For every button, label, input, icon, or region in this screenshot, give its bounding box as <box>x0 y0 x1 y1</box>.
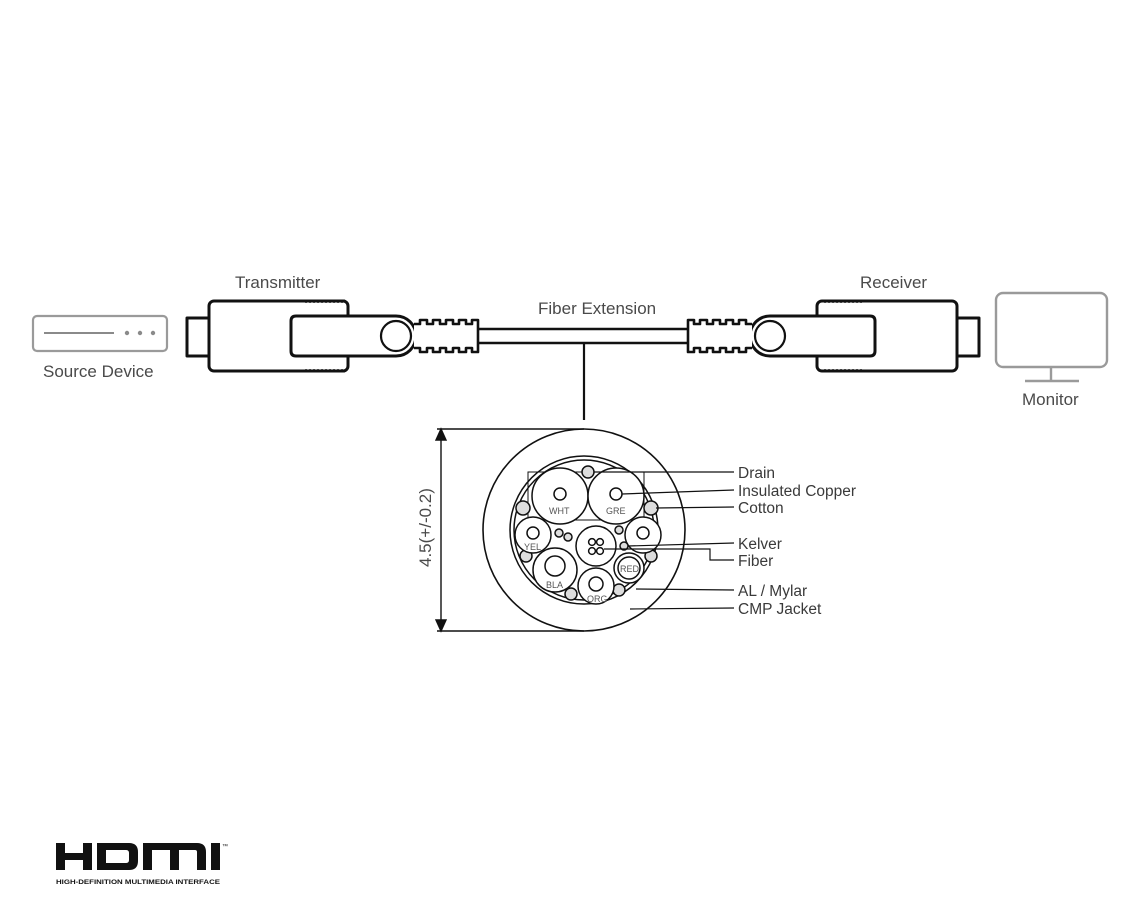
callout-cotton: Cotton <box>738 500 784 517</box>
core-label-bla: BLA <box>546 580 563 590</box>
core-label-gre: GRE <box>606 506 626 516</box>
hdmi-subtitle: HIGH-DEFINITION MULTIMEDIA INTERFACE <box>56 879 220 886</box>
core-label-red: RED <box>620 564 640 574</box>
callout-kelver: Kelver <box>738 536 782 553</box>
source-device-label: Source Device <box>43 362 154 381</box>
transmitter-label: Transmitter <box>235 273 321 292</box>
hdmi-trademark: ™ <box>222 843 228 850</box>
callout-al-mylar: AL / Mylar <box>738 583 807 600</box>
callout-cmp-jacket: CMP Jacket <box>738 601 822 618</box>
core-labels: WHT GRE YEL BLA ORG RED <box>524 506 640 604</box>
callout-labels: Drain Insulated Copper Cotton Kelver Fib… <box>738 465 856 618</box>
callout-fiber: Fiber <box>738 553 773 570</box>
callout-drain: Drain <box>738 465 775 482</box>
diameter-label: 4.5(+/-0.2) <box>416 488 435 567</box>
fiber-cable <box>478 327 688 345</box>
hdmi-logo <box>56 843 220 870</box>
monitor-label: Monitor <box>1022 390 1079 409</box>
receiver-connector-icon <box>686 299 981 373</box>
diameter-dimension <box>434 427 584 633</box>
cable-cross-section <box>482 428 686 632</box>
monitor-icon <box>994 291 1109 383</box>
core-label-wht: WHT <box>549 506 570 516</box>
transmitter-connector-icon <box>185 299 480 373</box>
callout-leaders <box>594 471 735 610</box>
receiver-label: Receiver <box>860 273 927 292</box>
callout-insulated-copper: Insulated Copper <box>738 483 856 500</box>
source-device-icon <box>31 314 169 353</box>
fiber-extension-label: Fiber Extension <box>538 299 656 318</box>
core-label-org: ORG <box>587 594 608 604</box>
core-label-yel: YEL <box>524 542 541 552</box>
